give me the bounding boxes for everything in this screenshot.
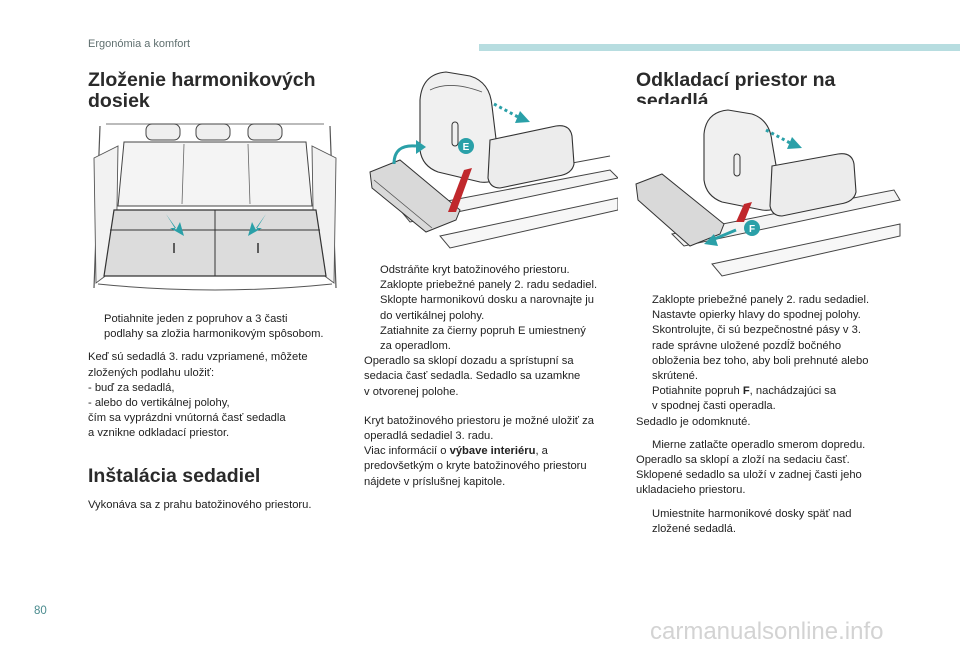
text-line: podlahy sa zložia harmonikovým spôsobom. — [104, 328, 324, 341]
paragraph-line: Sedadlo je odomknuté. — [636, 415, 751, 428]
text-line: Nastavte opierky hlavy do spodnej polohy… — [652, 309, 861, 322]
page-number: 80 — [34, 605, 47, 617]
strap-reference-f: F — [742, 385, 750, 398]
list-item: Zaklopte priebežné panely 2. radu sedadi… — [364, 278, 634, 293]
section-title: Ergonómia a komfort — [88, 38, 191, 50]
paragraph-line: Operadlo sa sklopí dozadu a sprístupní s… — [364, 355, 574, 368]
paragraph-line: Vykonáva sa z prahu batožinového priesto… — [88, 499, 312, 511]
text-line: skrútené. — [652, 370, 699, 383]
paragraph-line: nájdete v príslušnej kapitole. — [364, 475, 506, 488]
col2-text: Odstráňte kryt batožinového priestoru. Z… — [364, 263, 634, 490]
paragraph-line: Sklopené sedadlo sa uloží v zadnej časti… — [636, 469, 862, 482]
paragraph-line: - buď za sedadlá, — [88, 381, 175, 394]
text-span: Potiahnite popruh — [652, 385, 743, 398]
list-item: Skontrolujte, či sú bezpečnostné pásy v … — [636, 323, 916, 384]
heading-line: dosiek — [88, 90, 150, 112]
col1-text: Potiahnite jeden z popruhov a 3 časti po… — [88, 312, 348, 442]
list-item: Potiahnite jeden z popruhov a 3 časti po… — [88, 312, 348, 342]
seat-fold-illustration-f: F — [632, 104, 904, 280]
list-item: Odstráňte kryt batožinového priestoru. — [364, 263, 634, 278]
interior-equipment-reference: výbave interiéru — [449, 445, 536, 458]
heading-line: Odkladací priestor na — [636, 69, 836, 91]
paragraph-line: sedacia časť sedadla. Sedadlo sa uzamkne — [364, 370, 581, 383]
strap-label-f: F — [749, 224, 755, 235]
list-item: Zaklopte priebežné panely 2. radu sedadi… — [636, 293, 916, 308]
watermark: carmanualsonline.info — [650, 618, 884, 645]
text-line: obloženia bez toho, aby boli prehnuté al… — [652, 354, 869, 367]
text-line: Umiestnite harmonikové dosky späť nad — [652, 507, 852, 520]
text-line: do vertikálnej polohy. — [380, 309, 485, 322]
paragraph-line: zložených podlahu uložiť: — [88, 366, 215, 379]
list-item: Zatiahnite za čierny popruh E umiestnený… — [364, 324, 634, 354]
text-line: Zatiahnite za čierny popruh E umiestnený — [380, 324, 586, 337]
list-item: Sklopte harmonikovú dosku a narovnajte j… — [364, 293, 634, 323]
text-line: Skontrolujte, či sú bezpečnostné pásy v … — [652, 324, 861, 337]
paragraph-line: a vznikne odkladací priestor. — [88, 427, 230, 440]
strap-label-e: E — [463, 142, 470, 153]
header-accent-bar — [479, 44, 960, 51]
text-line: Zaklopte priebežné panely 2. radu sedadi… — [652, 294, 870, 306]
seat-fold-illustration-e: E — [360, 60, 618, 250]
text-line: zložené sedadlá. — [652, 522, 736, 535]
text-line: za operadlom. — [380, 340, 451, 353]
trunk-floor-illustration — [88, 118, 342, 300]
paragraph-line: Kryt batožinového priestoru je možné ulo… — [364, 414, 594, 427]
paragraph-line: v otvorenej polohe. — [364, 385, 459, 398]
text-line: v spodnej časti operadla. — [652, 400, 776, 413]
text-span: Viac informácií o — [364, 445, 450, 458]
paragraph-line: operadlá sedadiel 3. radu. — [364, 430, 494, 443]
text-line: Potiahnite popruh F, nachádzajúci sa — [652, 384, 916, 399]
list-item: Umiestnite harmonikové dosky späť nad zl… — [636, 507, 916, 537]
col3-text: Zaklopte priebežné panely 2. radu sedadi… — [636, 293, 916, 537]
paragraph-line: čím sa vyprázdni vnútorná časť sedadla — [88, 412, 286, 425]
heading-seat-installation: Inštalácia sedadiel — [88, 465, 261, 487]
paragraph-line: Keď sú sedadlá 3. radu vzpriamené, môžet… — [88, 351, 308, 364]
text-span: , a — [535, 445, 548, 458]
list-item: Potiahnite popruh F, nachádzajúci sa v s… — [636, 384, 916, 414]
text-span: , nachádzajúci sa — [749, 385, 837, 398]
text-line: rade správne uložené pozdĺž bočného — [652, 339, 842, 352]
list-item: Nastavte opierky hlavy do spodnej polohy… — [636, 308, 916, 323]
heading-line: Zloženie harmonikových — [88, 69, 316, 91]
text-line: Odstráňte kryt batožinového priestoru. — [380, 264, 570, 276]
paragraph-line: predovšetkým o kryte batožinového priest… — [364, 460, 587, 473]
text-line: Zaklopte priebežné panely 2. radu sedadi… — [380, 279, 598, 292]
text-line: Sklopte harmonikovú dosku a narovnajte j… — [380, 294, 594, 307]
paragraph-line: Viac informácií o výbave interiéru, a — [364, 444, 634, 459]
heading-accordion-boards: Zloženie harmonikových dosiek — [88, 70, 348, 112]
text-line: Potiahnite jeden z popruhov a 3 časti — [104, 313, 288, 325]
paragraph-line: Operadlo sa sklopí a zloží na sedaciu ča… — [636, 454, 850, 467]
paragraph-line: ukladacieho priestoru. — [636, 484, 746, 497]
text-line: Mierne zatlačte operadlo smerom dopredu. — [652, 438, 866, 451]
list-item: Mierne zatlačte operadlo smerom dopredu. — [636, 438, 916, 453]
paragraph-line: - alebo do vertikálnej polohy, — [88, 397, 230, 410]
